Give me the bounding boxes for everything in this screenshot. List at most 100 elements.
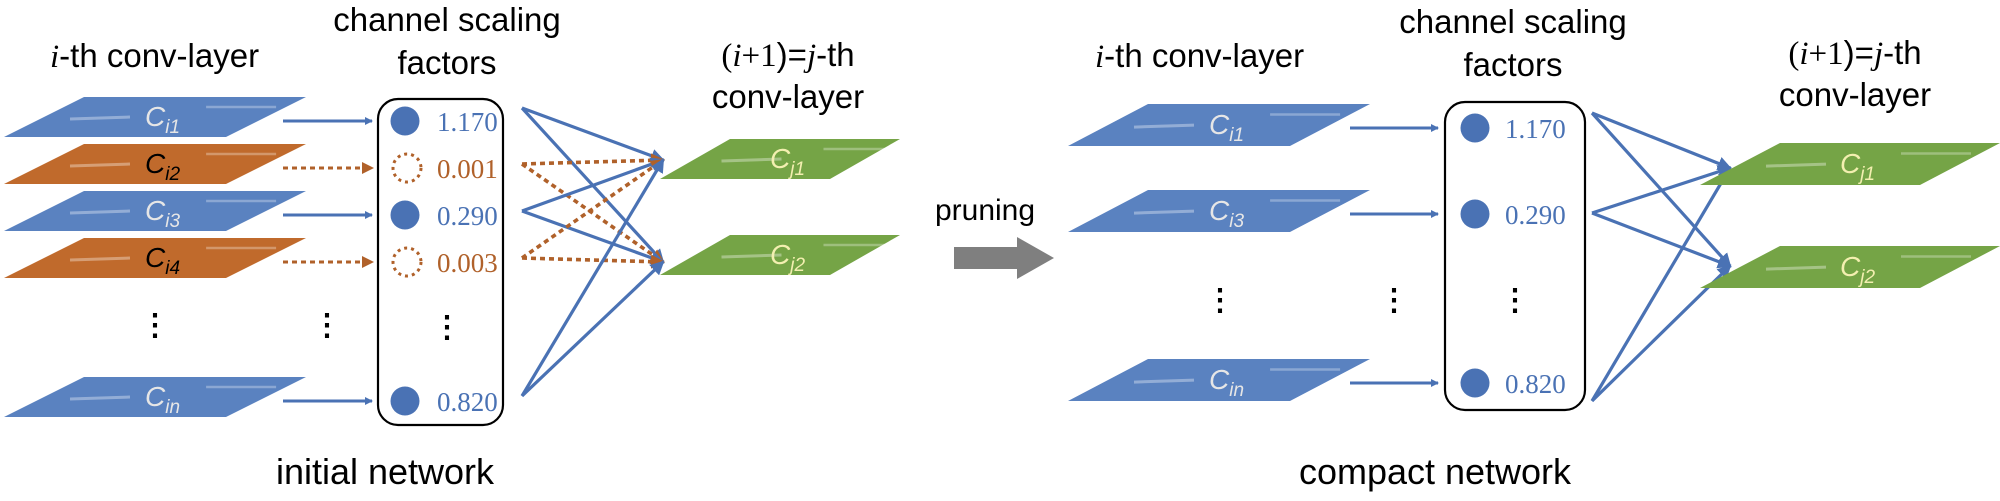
channel-label: Cj1 bbox=[1840, 148, 1875, 185]
scaling-factor: 0.003 bbox=[391, 246, 498, 278]
factor-value: 1.170 bbox=[1505, 114, 1566, 144]
channel-plane bbox=[1068, 190, 1370, 232]
compact-layer-i-title: i-th conv-layer bbox=[1095, 37, 1304, 75]
channel-plane bbox=[1068, 104, 1370, 146]
channel-label: Ci3 bbox=[145, 195, 180, 232]
compact-factor-ellipsis: ⋮ bbox=[1500, 284, 1530, 317]
scaling-factor: 1.170 bbox=[1460, 113, 1566, 144]
initial-factors-title-line1: channel scaling bbox=[333, 1, 561, 38]
initial-network-caption: initial network bbox=[276, 451, 495, 492]
initial-input-ellipsis: ⋮ bbox=[140, 309, 170, 342]
plane-texture bbox=[1133, 123, 1195, 129]
compact-network-caption: compact network bbox=[1299, 451, 1572, 492]
factor-value: 0.001 bbox=[437, 154, 498, 184]
input-channel-i1: Ci1 bbox=[4, 97, 306, 138]
channel-plane bbox=[4, 144, 306, 184]
connection-i2-to-j2 bbox=[520, 162, 665, 264]
connection-i4-to-j2 bbox=[521, 254, 665, 269]
plane-texture bbox=[1133, 209, 1195, 215]
right-arrow-icon bbox=[954, 237, 1054, 279]
channel-label: Ci1 bbox=[145, 101, 180, 138]
kept-channel-dot bbox=[1460, 368, 1490, 398]
channel-label: Cin bbox=[1209, 364, 1244, 401]
plane-texture bbox=[1765, 265, 1827, 271]
compact-layer-j-title-line2: conv-layer bbox=[1779, 76, 1931, 113]
channel-plane bbox=[4, 377, 306, 417]
plane-texture bbox=[69, 395, 131, 401]
input-channel-i4: Ci4 bbox=[4, 238, 306, 279]
channel-label: Cj1 bbox=[770, 143, 805, 180]
connection-in-to-j2 bbox=[520, 260, 665, 398]
initial-output-connections bbox=[520, 106, 665, 398]
kept-channel-dot bbox=[390, 200, 420, 230]
input-channel-in: Cin bbox=[4, 377, 306, 418]
kept-channel-dot bbox=[390, 386, 420, 416]
kept-channel-dot bbox=[1460, 199, 1490, 229]
channel-plane bbox=[660, 235, 900, 275]
plane-texture bbox=[69, 162, 131, 168]
factor-value: 1.170 bbox=[437, 107, 498, 137]
channel-plane bbox=[660, 139, 900, 179]
channel-label: Ci1 bbox=[1209, 109, 1244, 146]
initial-arrow-ellipsis: ⋮ bbox=[312, 309, 342, 342]
initial-scaling-factors: 1.170 0.001 0.290 0.003 0.820 bbox=[390, 106, 498, 417]
scaling-factor: 0.001 bbox=[391, 152, 498, 184]
input-channel-i1: Ci1 bbox=[1068, 104, 1370, 146]
scaling-factor: 1.170 bbox=[390, 106, 498, 137]
pruning-label: pruning bbox=[935, 194, 1035, 227]
channel-label: Cj2 bbox=[770, 239, 805, 276]
compact-output-connections bbox=[1590, 111, 1732, 403]
channel-plane bbox=[1700, 246, 2000, 288]
compact-layer-j-title-line1: (i+1)=j-th bbox=[1788, 34, 1921, 72]
factor-value: 0.820 bbox=[437, 387, 498, 417]
connection-i3-to-j1 bbox=[1591, 165, 1732, 215]
connection-i1-to-j1 bbox=[1591, 111, 1732, 171]
input-channel-i3: Ci3 bbox=[1068, 190, 1370, 232]
connection-i4-to-j1 bbox=[520, 158, 665, 260]
channel-label: Cj2 bbox=[1840, 251, 1875, 288]
compact-network: i-th conv-layer channel scaling factors … bbox=[1068, 3, 2000, 492]
input-channel-i3: Ci3 bbox=[4, 191, 306, 232]
channel-plane bbox=[4, 97, 306, 137]
plane-texture bbox=[1765, 162, 1827, 168]
factor-value: 0.290 bbox=[437, 201, 498, 231]
pruned-channel-dot bbox=[391, 246, 423, 278]
compact-factor-box bbox=[1443, 100, 1587, 412]
factor-value: 0.003 bbox=[437, 248, 498, 278]
channel-plane bbox=[1068, 359, 1370, 401]
initial-layer-i-title: i-th conv-layer bbox=[50, 37, 259, 75]
plane-texture bbox=[1133, 378, 1195, 384]
output-channel-j1: Cj1 bbox=[1700, 143, 2000, 185]
plane-texture bbox=[69, 209, 131, 215]
plane-texture bbox=[69, 256, 131, 262]
channel-label: Cin bbox=[145, 381, 180, 418]
scaling-factor: 0.290 bbox=[1460, 199, 1566, 230]
initial-factors-title-line2: factors bbox=[397, 44, 496, 81]
channel-label: Ci4 bbox=[145, 242, 180, 279]
connection-in-to-j2 bbox=[1590, 264, 1732, 403]
initial-input-arrows bbox=[283, 117, 374, 405]
output-channel-j2: Cj2 bbox=[660, 235, 900, 276]
compact-input-arrows bbox=[1350, 124, 1439, 387]
compact-arrow-ellipsis: ⋮ bbox=[1379, 284, 1409, 317]
plane-texture bbox=[721, 253, 782, 259]
channel-plane bbox=[4, 191, 306, 231]
channel-label: Ci2 bbox=[145, 148, 180, 185]
initial-network: i-th conv-layer channel scaling factors … bbox=[4, 1, 900, 492]
pruning-transition: pruning bbox=[935, 194, 1054, 279]
kept-channel-dot bbox=[1460, 113, 1490, 143]
input-channel-i2: Ci2 bbox=[4, 144, 306, 185]
initial-factor-box bbox=[376, 97, 505, 427]
compact-factors-title-line2: factors bbox=[1463, 46, 1562, 83]
input-channel-in: Cin bbox=[1068, 359, 1370, 401]
initial-layer-j-title-line2: conv-layer bbox=[712, 78, 864, 115]
output-channel-j2: Cj2 bbox=[1700, 246, 2000, 288]
plane-texture bbox=[69, 115, 131, 121]
connection-i3-to-j1 bbox=[521, 157, 665, 213]
